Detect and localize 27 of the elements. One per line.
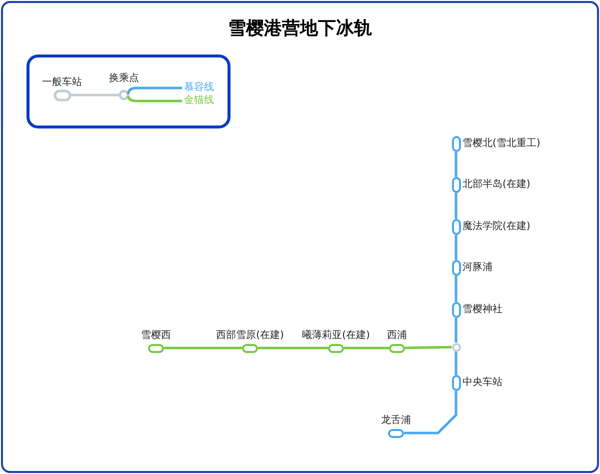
legend-label: 一般车站 xyxy=(42,77,82,89)
rail-line xyxy=(258,346,328,350)
station-name: 北部半岛(在建) xyxy=(462,179,530,191)
rail-line xyxy=(454,193,458,219)
rail-line xyxy=(344,346,389,350)
rail-line xyxy=(454,318,458,342)
station-name: 中央车站 xyxy=(462,377,502,389)
rail-line xyxy=(454,235,458,260)
station-name: 雪樱北(雪北重工) xyxy=(462,138,540,150)
station-name: 河豚浦 xyxy=(462,262,492,274)
station-name: 魔法学院(在建) xyxy=(462,221,530,233)
rail-line xyxy=(454,152,458,177)
rail-line xyxy=(404,346,452,350)
rail-line xyxy=(454,352,458,375)
rail-line xyxy=(404,391,458,434)
rail-line xyxy=(164,346,242,350)
rail-line xyxy=(454,276,458,302)
station-name: 西部雪原(在建) xyxy=(216,330,284,342)
station-name: 雪樱西 xyxy=(141,330,171,342)
station-name: 曦薄莉亚(在建) xyxy=(302,330,370,342)
legend-label: 换乘点 xyxy=(109,73,139,85)
station-name: 雪樱神社 xyxy=(462,304,502,316)
legend-label: 金猫线 xyxy=(184,95,214,107)
legend-label: 慕容线 xyxy=(184,82,214,94)
station-name: 西浦 xyxy=(387,330,407,342)
station-name: 龙舌浦 xyxy=(381,414,411,426)
map-title: 雪樱港营地下冰轨 xyxy=(227,18,373,40)
